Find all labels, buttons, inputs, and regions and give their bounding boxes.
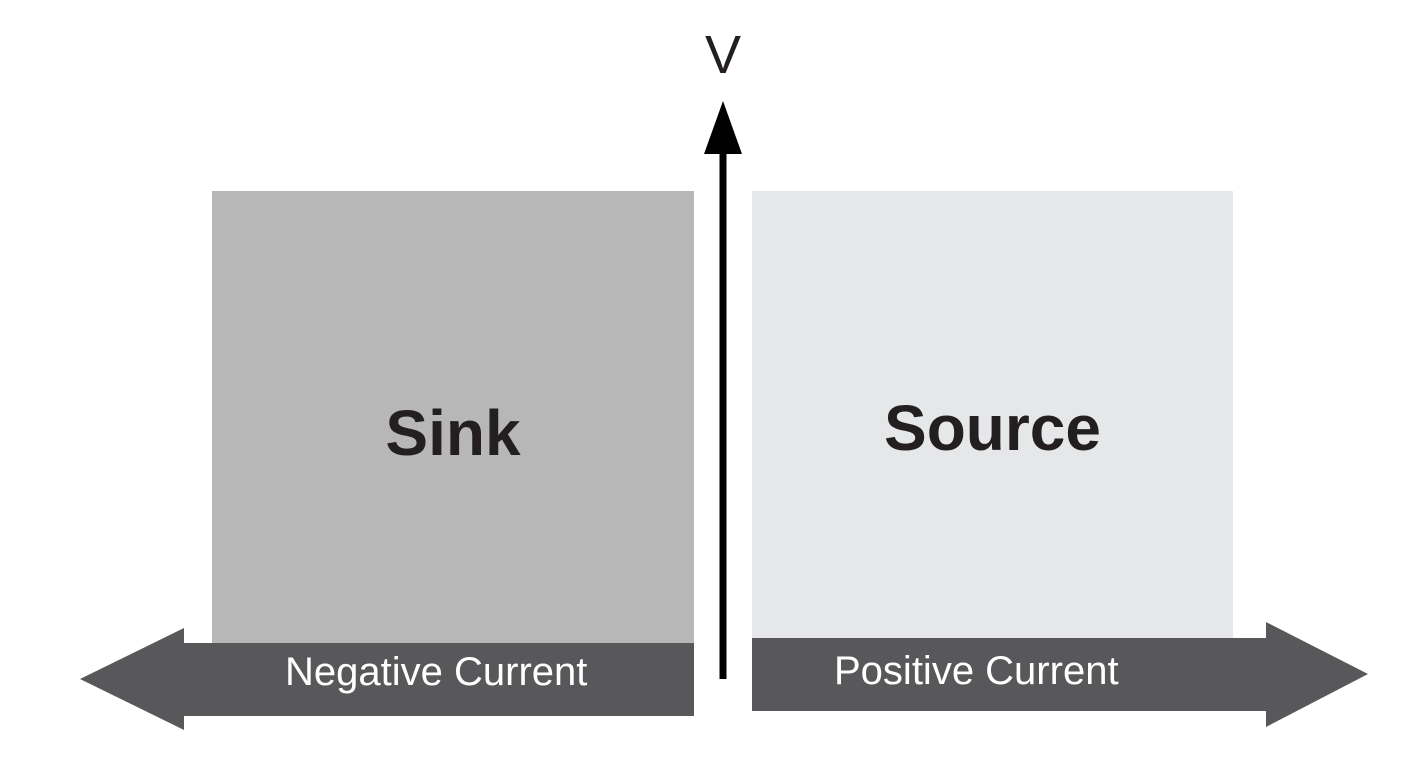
sink-region: Sink: [212, 191, 694, 643]
negative-current-label: Negative Current: [285, 650, 588, 694]
voltage-axis-label: V: [704, 25, 742, 85]
source-label: Source: [884, 392, 1101, 464]
sink-label: Sink: [385, 397, 521, 469]
voltage-axis-arrowhead: [704, 101, 742, 154]
source-region: Source: [752, 191, 1233, 638]
positive-current-arrow: [752, 622, 1368, 727]
negative-current-arrow: [80, 628, 694, 730]
positive-current-label: Positive Current: [834, 649, 1119, 693]
